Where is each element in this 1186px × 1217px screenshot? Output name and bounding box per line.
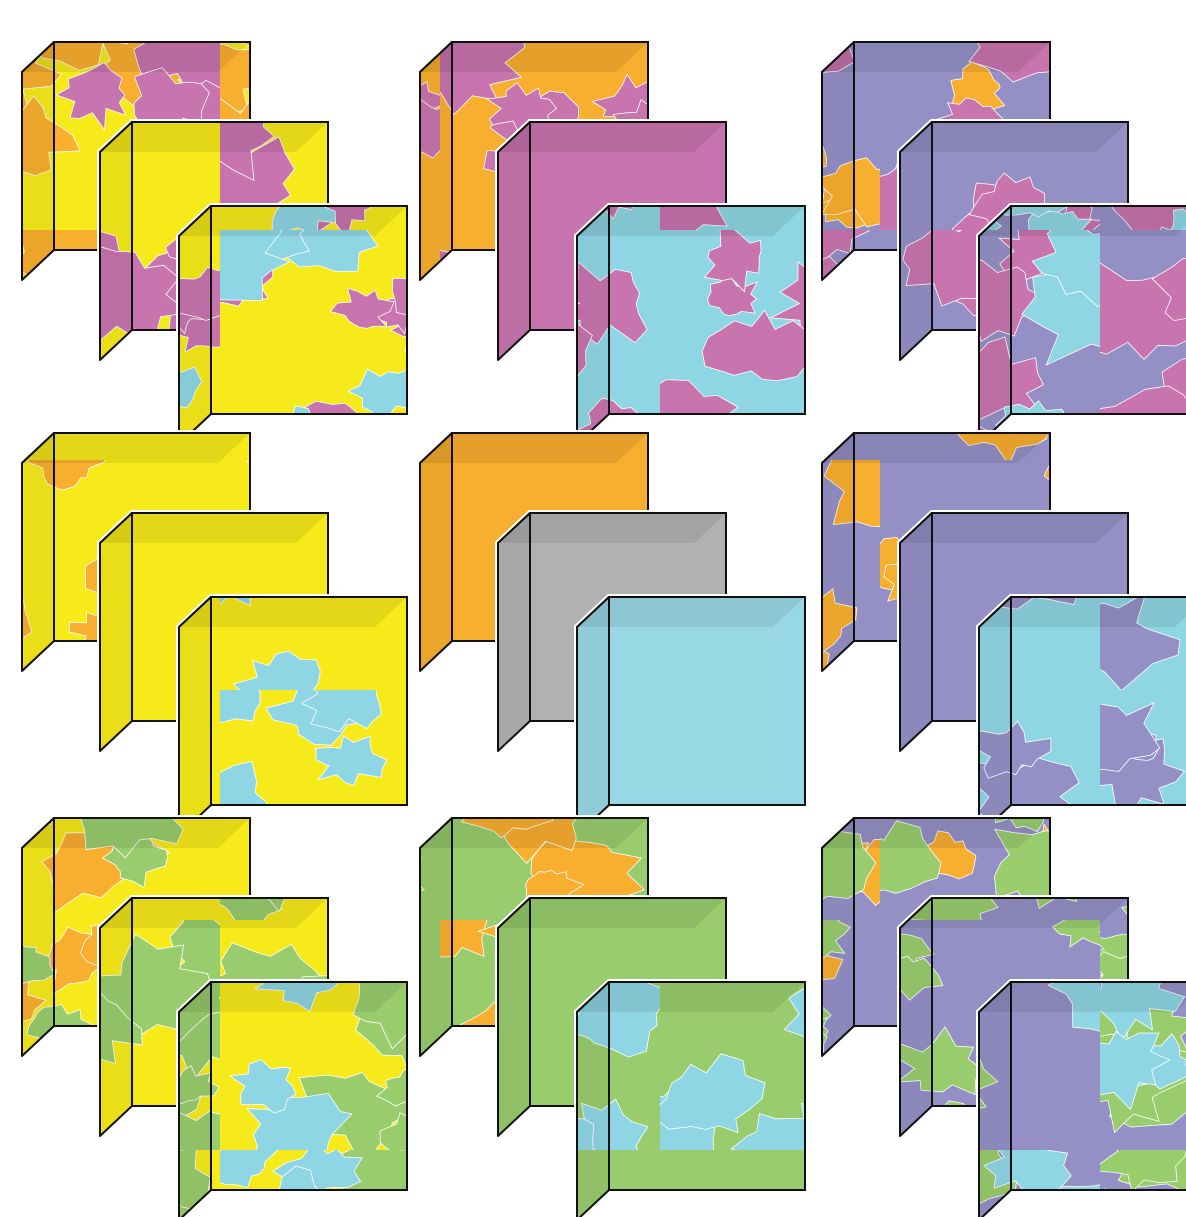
cube-top-shade — [822, 42, 1050, 72]
cube-top-shade — [498, 122, 726, 152]
cube-top-shade — [22, 818, 250, 848]
cube-side-shade — [100, 122, 132, 360]
cube-side-shade — [900, 513, 932, 751]
cube-side-shade — [22, 818, 54, 1056]
cube-side-shade — [420, 818, 452, 1056]
cube-side-shade — [420, 42, 452, 280]
cube-side-shade — [498, 898, 530, 1136]
cube-top-shade — [420, 42, 648, 72]
cube-side-shade — [979, 206, 1011, 444]
cube-side-shade — [979, 597, 1011, 835]
cube-side-shade — [179, 982, 211, 1217]
cube-top-shade — [822, 433, 1050, 463]
cube-side-shade — [822, 42, 854, 280]
cube-side-shade — [498, 122, 530, 360]
cube-top-shade — [577, 597, 805, 627]
cube-front-face — [211, 206, 407, 414]
cube-side-shade — [100, 898, 132, 1136]
yellow-orange-magenta-cyan-group-cube-3 — [179, 206, 407, 444]
cube-side-shade — [179, 597, 211, 835]
cube-side-shade — [179, 206, 211, 444]
cube-top-shade — [420, 818, 648, 848]
cube-front-face — [609, 206, 805, 414]
cube-side-shade — [577, 206, 609, 444]
cube-top-shade — [22, 433, 250, 463]
cube-side-shade — [900, 898, 932, 1136]
cube-top-shade — [179, 206, 407, 236]
cube-top-shade — [179, 597, 407, 627]
cube-top-shade — [100, 898, 328, 928]
cube-top-shade — [100, 122, 328, 152]
cube-top-shade — [900, 898, 1128, 928]
cube-front-face — [1011, 206, 1186, 414]
cube-top-shade — [22, 42, 250, 72]
cube-top-shade — [100, 513, 328, 543]
cube-front-face — [1011, 597, 1186, 805]
purple-green-orange-cyan-group-cube-3 — [979, 982, 1186, 1217]
cube-top-shade — [577, 206, 805, 236]
yellow-green-orange-cyan-group-cube-3 — [179, 982, 407, 1217]
cube-front-face — [211, 597, 407, 805]
cube-side-shade — [22, 42, 54, 280]
magenta-orange-cyan-group-cube-3 — [577, 206, 805, 444]
cube-top-shade — [179, 982, 407, 1012]
cube-front-face — [609, 597, 805, 805]
cube-side-shade — [498, 513, 530, 751]
cube-front-face — [609, 982, 805, 1190]
cube-side-shade — [822, 818, 854, 1056]
cube-side-shade — [900, 122, 932, 360]
cube-top-shade — [900, 122, 1128, 152]
cube-front-face — [211, 982, 407, 1190]
cube-side-shade — [822, 433, 854, 671]
purple-orange-cyan-group-cube-3 — [979, 597, 1186, 835]
cube-side-shade — [979, 982, 1011, 1217]
cube-top-shade — [498, 898, 726, 928]
solid-orange-gray-cyan-group-cube-3 — [577, 597, 805, 835]
cube-side-shade — [577, 982, 609, 1217]
cube-side-shade — [420, 433, 452, 671]
cube-front-face — [1011, 982, 1186, 1190]
cube-top-shade — [420, 433, 648, 463]
cube-side-shade — [100, 513, 132, 751]
cube-top-shade — [498, 513, 726, 543]
cube-side-shade — [577, 597, 609, 835]
cube-side-shade — [22, 433, 54, 671]
purple-magenta-orange-cyan-group-cube-3 — [979, 206, 1186, 444]
cube-top-shade — [900, 513, 1128, 543]
cube-top-shade — [822, 818, 1050, 848]
cube-top-shade — [577, 982, 805, 1012]
yellow-orange-cyan-group-cube-3 — [179, 597, 407, 835]
green-orange-cyan-group-cube-3 — [577, 982, 805, 1217]
